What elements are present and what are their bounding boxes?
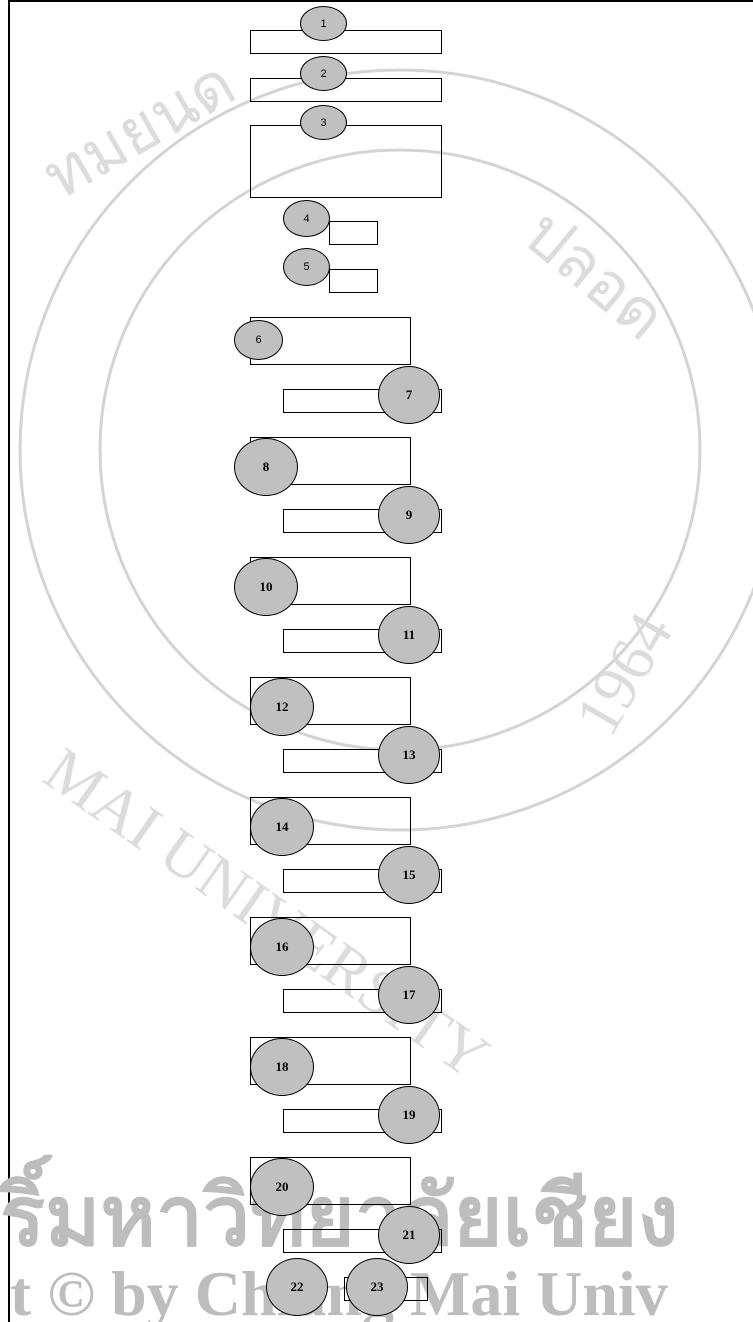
callout-20: 20 <box>250 1158 314 1216</box>
box-3 <box>250 125 442 198</box>
callout-14: 14 <box>250 798 314 856</box>
callout-15: 15 <box>378 846 440 904</box>
callout-18: 18 <box>250 1038 314 1096</box>
svg-text:t © by Chiang Mai Univ: t © by Chiang Mai Univ <box>10 1258 668 1322</box>
callout-7: 7 <box>378 366 440 424</box>
callout-13: 13 <box>378 726 440 784</box>
callout-21: 21 <box>378 1206 440 1264</box>
callout-11: 11 <box>378 606 440 664</box>
callout-16: 16 <box>250 918 314 976</box>
box-4 <box>329 221 378 245</box>
callout-23: 23 <box>346 1258 408 1316</box>
svg-text:ทมยนด: ทมยนด <box>32 47 247 212</box>
svg-text:1964: 1964 <box>561 601 686 747</box>
callout-6: 6 <box>234 320 283 360</box>
callout-4: 4 <box>283 200 330 237</box>
callout-1: 1 <box>300 6 347 41</box>
callout-22: 22 <box>266 1258 328 1316</box>
box-1 <box>250 30 442 54</box>
box-2 <box>250 78 442 102</box>
callout-12: 12 <box>250 678 314 736</box>
box-5 <box>329 269 378 293</box>
callout-17: 17 <box>378 966 440 1024</box>
callout-10: 10 <box>234 558 298 616</box>
callout-2: 2 <box>300 56 347 91</box>
callout-19: 19 <box>378 1086 440 1144</box>
svg-text:ปลอด: ปลอด <box>511 196 679 353</box>
callout-8: 8 <box>234 438 298 496</box>
callout-9: 9 <box>378 486 440 544</box>
callout-3: 3 <box>300 105 347 140</box>
callout-5: 5 <box>283 248 330 286</box>
